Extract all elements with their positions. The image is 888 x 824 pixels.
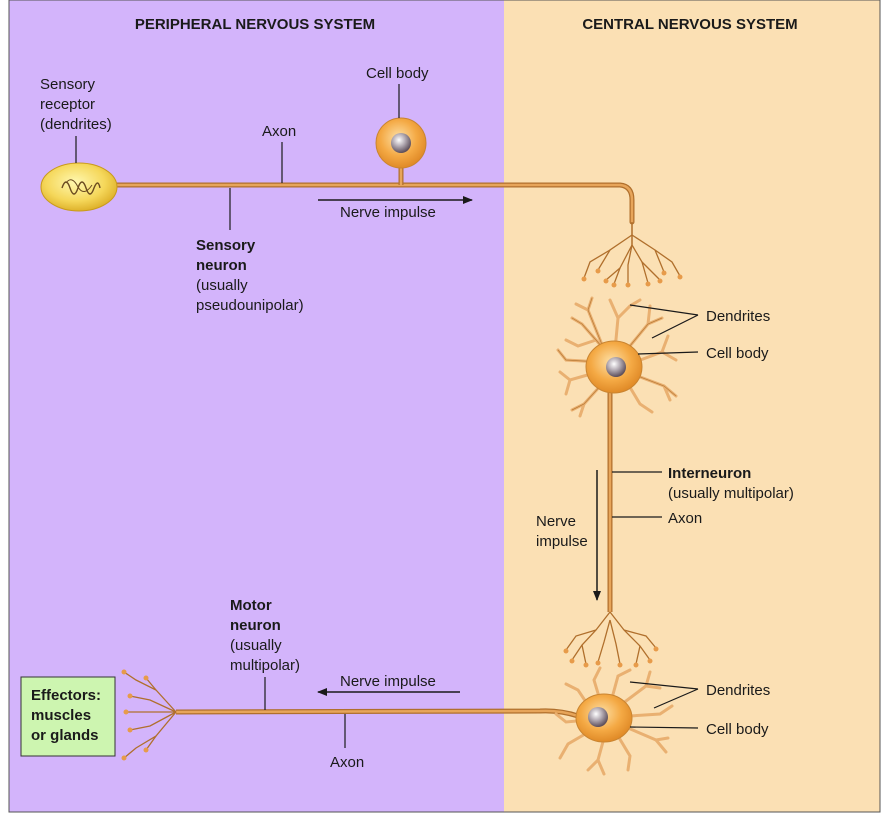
motor-dendrites-label: Dendrites xyxy=(706,682,770,699)
sensory-axon-terminals xyxy=(583,222,681,285)
receptor-label-line1: Sensory xyxy=(40,76,96,93)
sensory-neuron-name-line2: neuron xyxy=(196,257,247,274)
sensory-impulse-label: Nerve impulse xyxy=(340,204,436,221)
diagram-border xyxy=(8,0,881,813)
motor-axon-terminals xyxy=(123,671,177,759)
inter-axon-label: Axon xyxy=(668,510,702,527)
effectors-box-rect xyxy=(20,676,116,757)
motor-dendrites-leader-1 xyxy=(629,681,699,690)
cns-header: CENTRAL NERVOUS SYSTEM xyxy=(582,16,797,33)
inter-impulse-label-line2: impulse xyxy=(536,533,588,550)
sensory-axon-label: Axon xyxy=(262,123,296,140)
sensory-neuron-name-line1: Sensory xyxy=(196,237,256,254)
motor-cell-body-leader xyxy=(629,726,699,729)
inter-cell-body-leader xyxy=(637,351,699,355)
sensory-neuron-type-line1: (usually xyxy=(196,277,248,294)
cns-region xyxy=(504,0,880,812)
receptor-label-line3: (dendrites) xyxy=(40,116,112,133)
sensory-receptor-label: Sensory receptor (dendrites) xyxy=(40,76,112,133)
sensory-nucleus xyxy=(391,133,411,153)
motor-neuron-name-line1: Motor xyxy=(230,597,272,614)
sensory-neuron-type-line2: pseudounipolar) xyxy=(196,297,304,314)
inter-cell-body-label: Cell body xyxy=(706,345,769,362)
effectors-line1: Effectors: xyxy=(31,687,101,704)
motor-axon-label: Axon xyxy=(330,754,364,771)
inter-dendrites-label: Dendrites xyxy=(706,308,770,325)
interneuron-axon-terminals xyxy=(565,611,657,665)
interneuron xyxy=(556,296,678,668)
motor-nucleus xyxy=(588,707,608,727)
effectors-line2: muscles xyxy=(31,707,91,724)
motor-cell-body-label: Cell body xyxy=(706,721,769,738)
inter-dendrites-leader-1 xyxy=(629,304,699,316)
motor-dendrites-leader-2 xyxy=(653,688,699,709)
effectors-box: Effectors: muscles or glands xyxy=(20,676,116,757)
interneuron-nucleus xyxy=(606,357,626,377)
pns-header: PERIPHERAL NERVOUS SYSTEM xyxy=(135,16,375,33)
motor-neuron xyxy=(121,666,674,776)
interneuron-name: Interneuron xyxy=(668,465,751,482)
motor-neuron-type-line1: (usually xyxy=(230,637,282,654)
motor-neuron-type-line2: multipolar) xyxy=(230,657,300,674)
receptor-label-line2: receptor xyxy=(40,96,95,113)
inter-dendrites-leader-2 xyxy=(651,314,699,339)
interneuron-type: (usually multipolar) xyxy=(668,485,794,502)
sensory-neuron xyxy=(40,117,683,288)
motor-impulse-label: Nerve impulse xyxy=(340,673,436,690)
sensory-cell-body-label: Cell body xyxy=(366,65,429,82)
motor-neuron-name-line2: neuron xyxy=(230,617,281,634)
inter-impulse-label-line1: Nerve xyxy=(536,513,576,530)
effectors-line3: or glands xyxy=(31,727,99,744)
